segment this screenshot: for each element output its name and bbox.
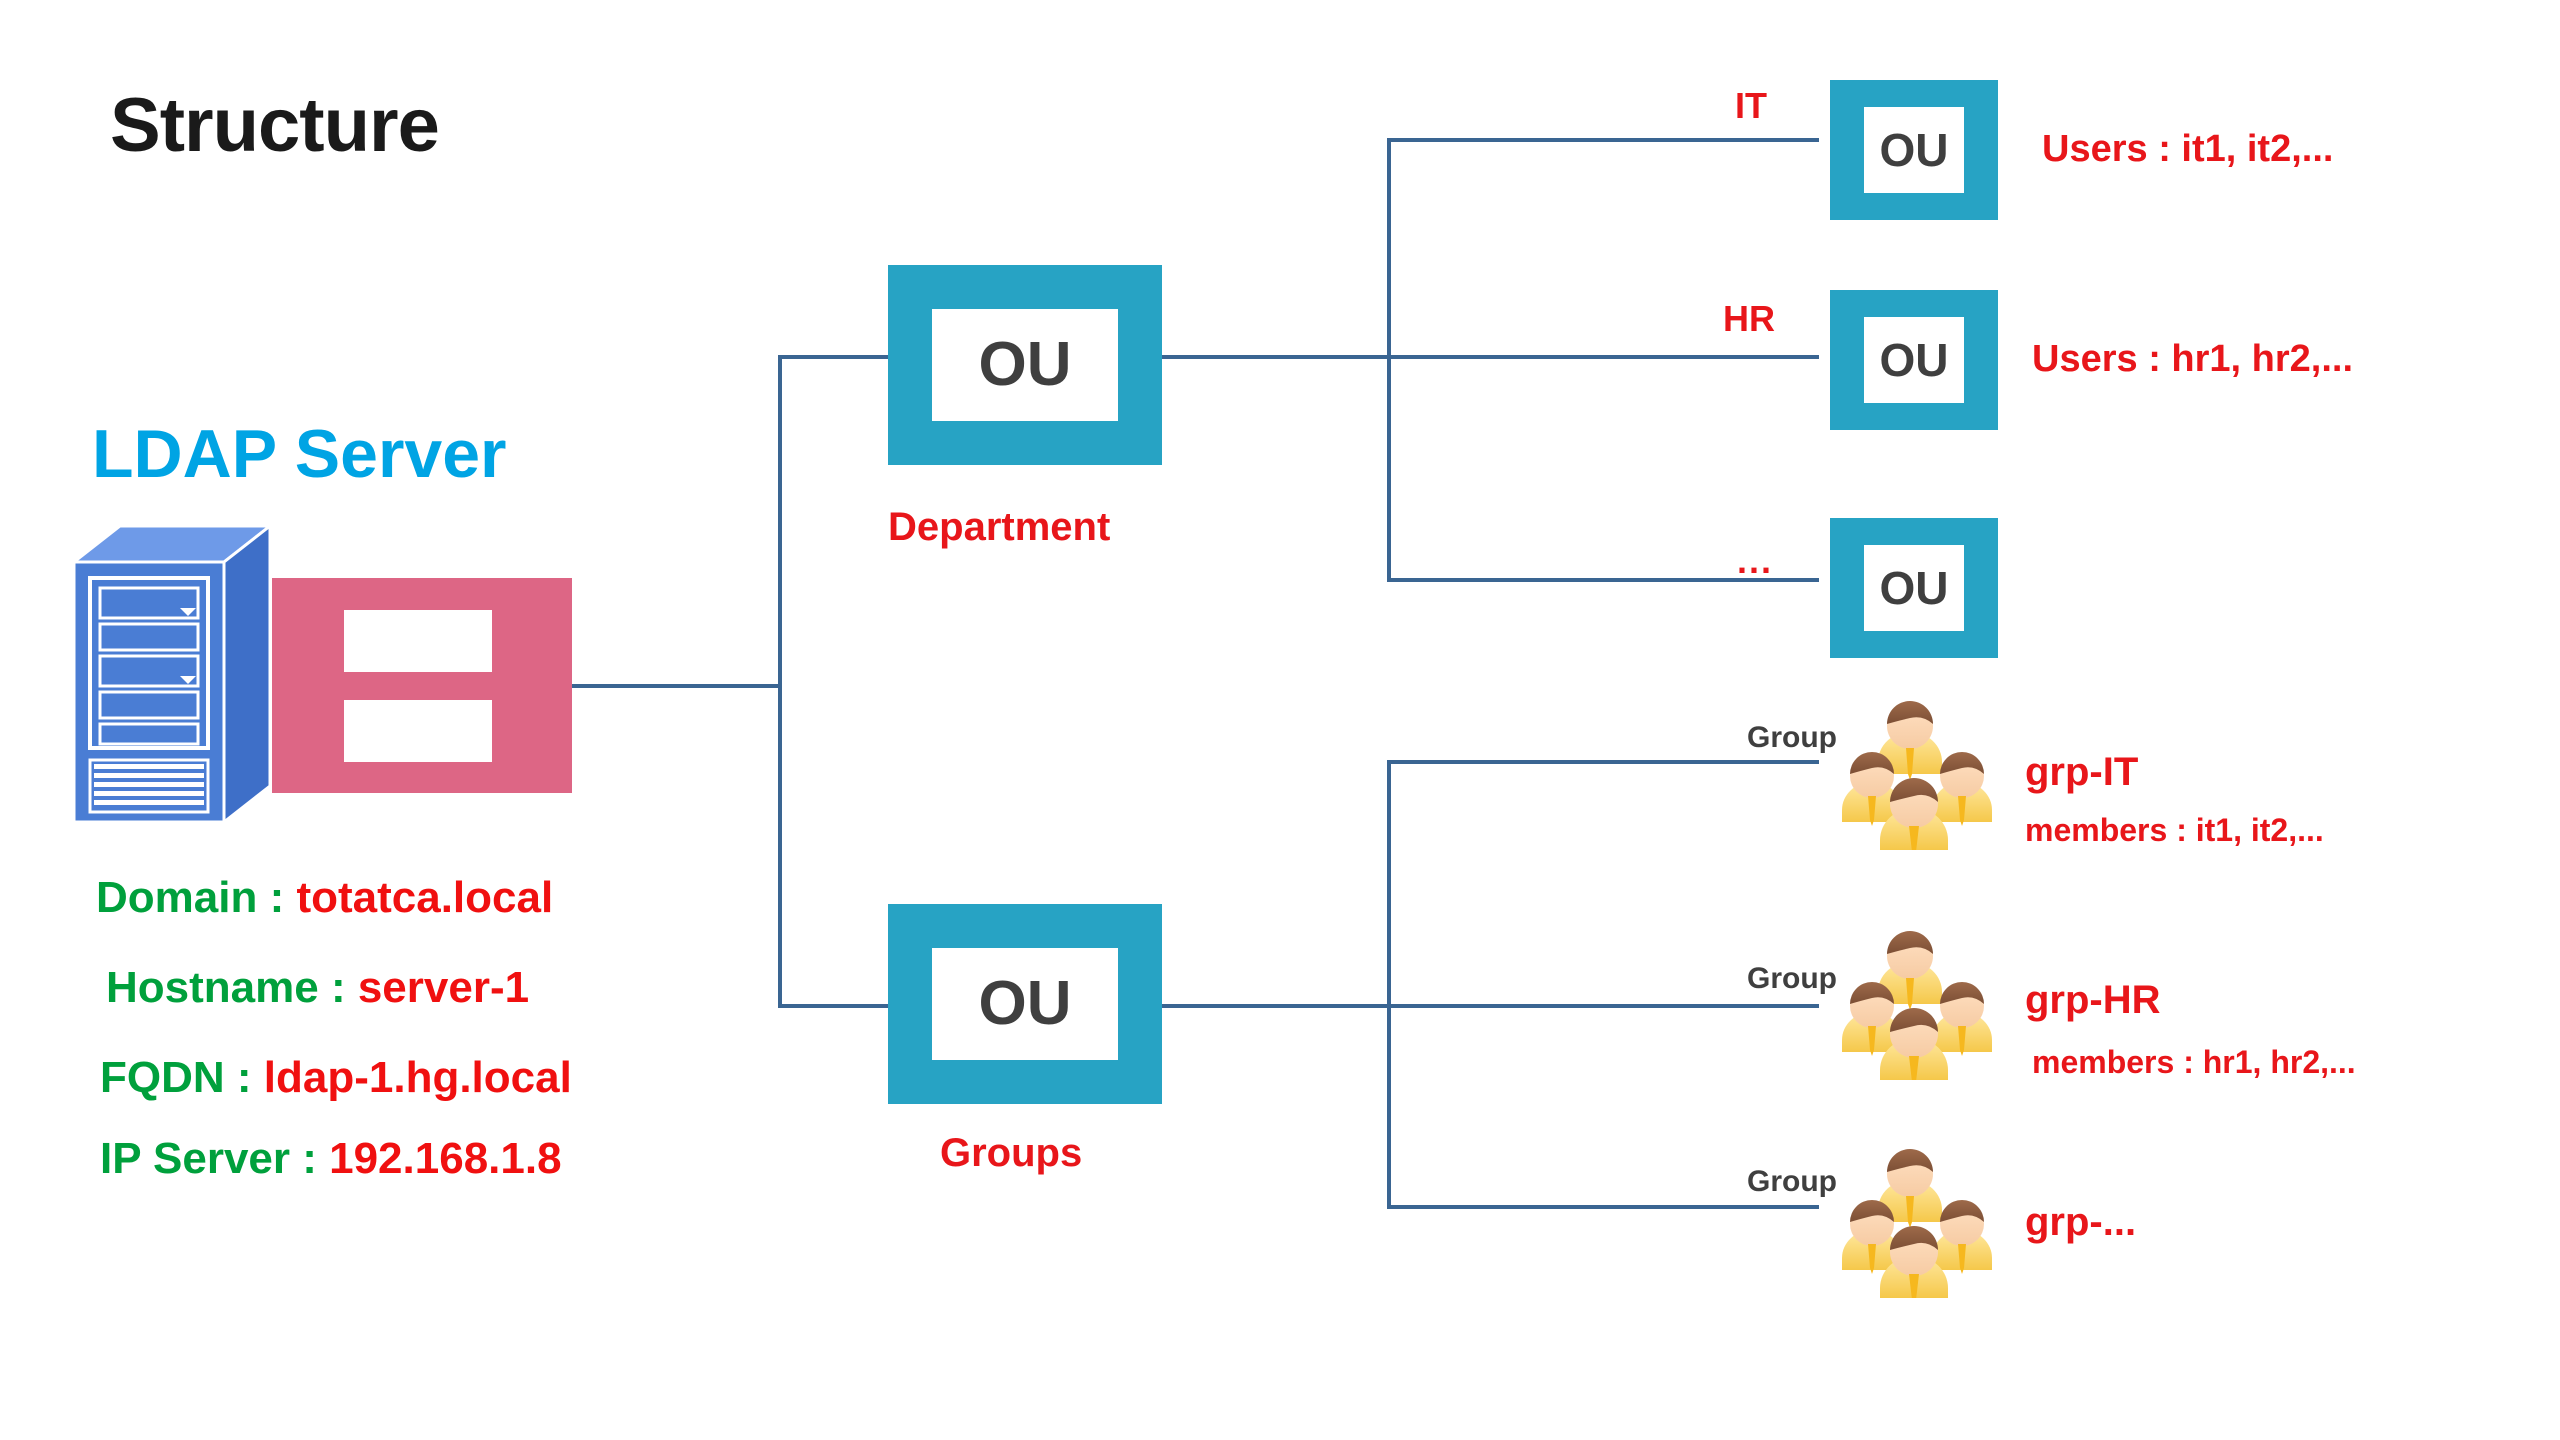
branch-label-other: ...: [1737, 540, 1774, 581]
people-group-icon-grp-hr: [1838, 930, 1998, 1088]
ou-label-department: OU: [978, 330, 1072, 399]
info-hostname-value: server-1: [357, 963, 530, 1012]
db-bar-top: [344, 610, 492, 672]
ldap-server-heading: LDAP Server: [92, 416, 507, 492]
connector-branch-hr: [1387, 355, 1819, 359]
connector-branch-other: [1387, 578, 1819, 582]
info-ip-value: 192.168.1.8: [329, 1134, 562, 1183]
group-tag-grp-hr: Group: [1747, 962, 1837, 995]
database-block-icon: [272, 578, 572, 793]
ou-node-it[interactable]: OU: [1830, 80, 1998, 220]
group-name-grp-hr: grp-HR: [2025, 978, 2161, 1022]
ou-node-groups[interactable]: OU: [888, 904, 1162, 1104]
connector-branch-grp-it: [1387, 760, 1819, 764]
users-detail-it: Users : it1, it2,...: [2042, 128, 2334, 170]
page-title: Structure: [110, 83, 440, 168]
department-caption: Department: [888, 505, 1111, 549]
ou-label-other: OU: [1879, 562, 1949, 614]
ou-inner-hr: OU: [1864, 317, 1964, 403]
ou-node-other[interactable]: OU: [1830, 518, 1998, 658]
info-domain-value: totatca.local: [296, 873, 554, 922]
ou-label-groups: OU: [978, 969, 1072, 1038]
info-fqdn-value: ldap-1.hg.local: [263, 1053, 572, 1102]
ou-inner-it: OU: [1864, 107, 1964, 193]
ou-label-hr: OU: [1879, 334, 1949, 386]
group-name-grp-it: grp-IT: [2025, 750, 2139, 794]
info-ip: IP Server : 192.168.1.8: [100, 1134, 562, 1184]
info-fqdn-label: FQDN :: [100, 1053, 264, 1102]
branch-label-it: IT: [1735, 85, 1767, 126]
info-hostname-label: Hostname :: [106, 963, 358, 1012]
people-group-icon-grp-other: [1838, 1148, 1998, 1306]
connector-trunk-to-department: [778, 355, 888, 359]
connector-branch-it: [1387, 138, 1819, 142]
info-hostname: Hostname : server-1: [106, 963, 529, 1013]
connector-department-subtrunk: [1387, 138, 1391, 580]
groups-caption: Groups: [940, 1131, 1083, 1175]
db-bar-bottom: [344, 700, 492, 762]
group-members-grp-hr: members : hr1, hr2,...: [2032, 1044, 2356, 1080]
ou-inner-other: OU: [1864, 545, 1964, 631]
people-group-icon-grp-it: [1838, 700, 1998, 858]
connector-branch-grp-other: [1387, 1205, 1819, 1209]
group-tag-grp-other: Group: [1747, 1165, 1837, 1198]
info-domain: Domain : totatca.local: [96, 873, 553, 923]
connector-branch-grp-hr: [1387, 1004, 1819, 1008]
group-tag-grp-it: Group: [1747, 721, 1837, 754]
connector-groups-to-subtrunk: [1162, 1004, 1390, 1008]
info-domain-label: Domain :: [96, 873, 297, 922]
branch-label-hr: HR: [1723, 298, 1775, 339]
group-name-grp-other: grp-...: [2025, 1200, 2137, 1244]
info-ip-label: IP Server :: [100, 1134, 330, 1183]
ou-inner-groups: OU: [932, 948, 1118, 1060]
server-tower-icon: [69, 522, 275, 826]
connector-trunk-to-groups: [778, 1004, 888, 1008]
connector-root-trunk: [778, 355, 782, 1008]
ou-node-hr[interactable]: OU: [1830, 290, 1998, 430]
users-detail-hr: Users : hr1, hr2,...: [2032, 338, 2354, 380]
ou-inner-department: OU: [932, 309, 1118, 421]
connector-server-to-trunk: [572, 684, 782, 688]
ou-label-it: OU: [1879, 124, 1949, 176]
group-members-grp-it: members : it1, it2,...: [2025, 812, 2324, 848]
ou-node-department[interactable]: OU: [888, 265, 1162, 465]
info-fqdn: FQDN : ldap-1.hg.local: [100, 1053, 572, 1103]
connector-groups-subtrunk: [1387, 760, 1391, 1209]
connector-department-to-subtrunk: [1162, 355, 1390, 359]
